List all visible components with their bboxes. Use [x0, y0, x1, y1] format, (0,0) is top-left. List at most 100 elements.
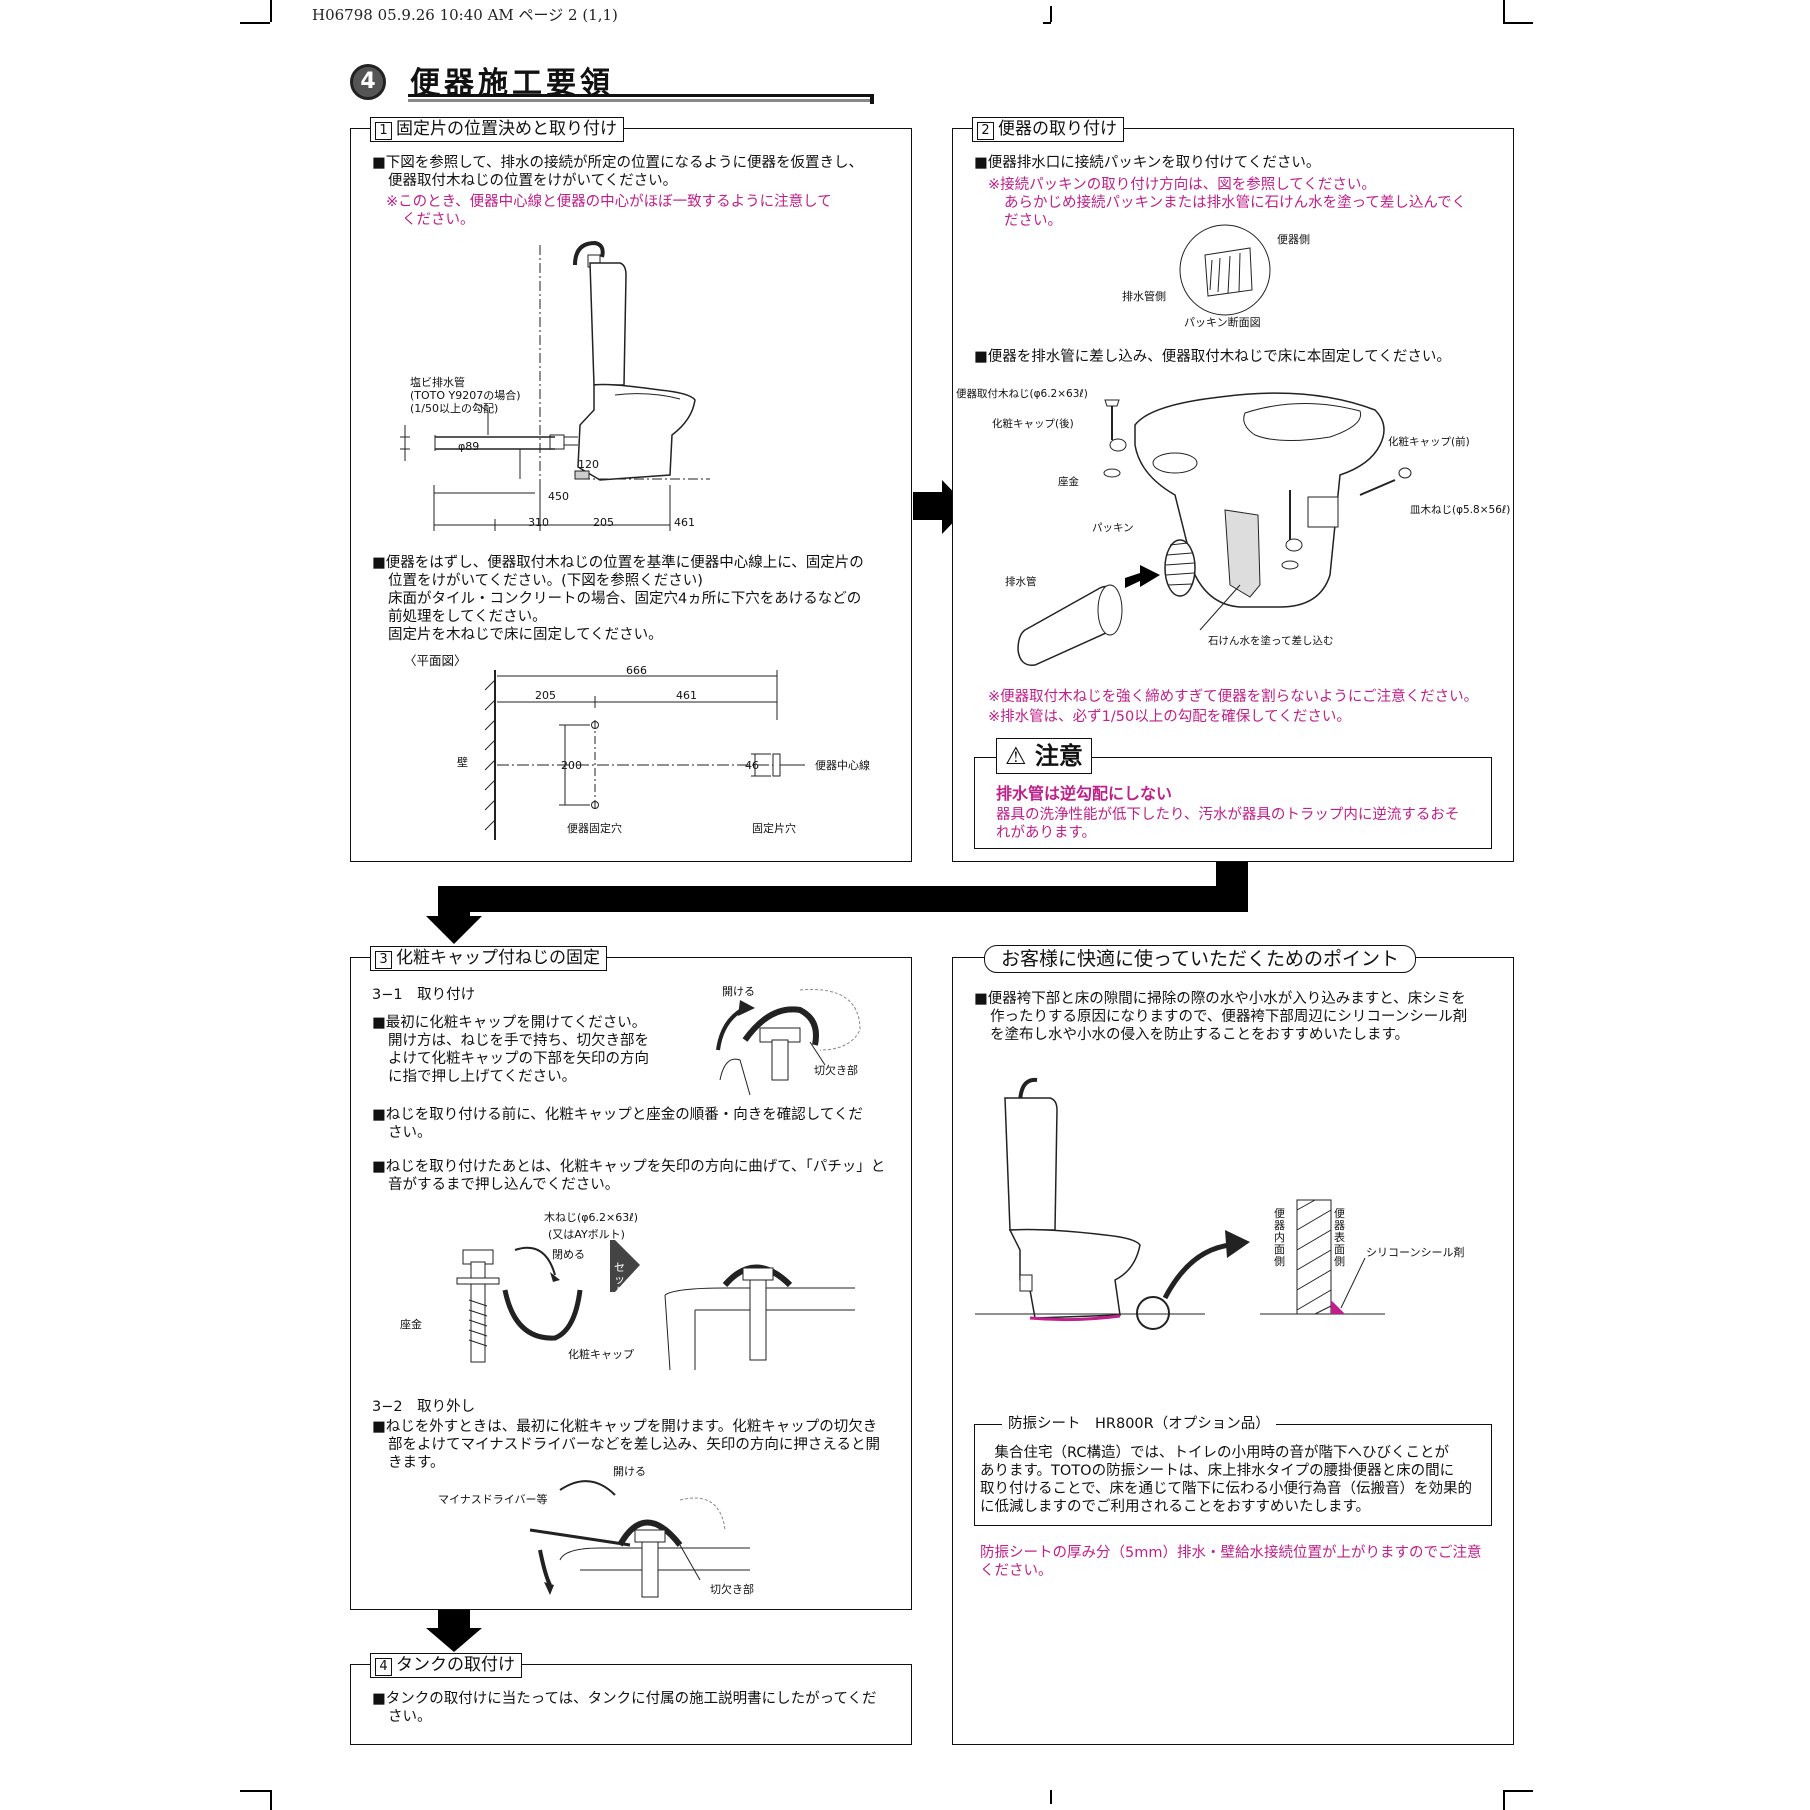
silicone-seal-diagram: [975, 1077, 1385, 1330]
panel3-paragraph3: ■ねじを取り付けたあとは、化粧キャップを矢印の方向に曲げて、「パチッ」と 音がす…: [372, 1158, 885, 1194]
panel-comfort-points: [952, 957, 1514, 1745]
panel-cap-screw: [350, 957, 912, 1610]
text-line: あります。TOTOの防振シートは、床上排水タイプの腰掛便器と床の間に: [980, 1463, 1455, 1479]
dim-label: 450: [548, 490, 569, 503]
pipe-side-label: 排水管側: [1122, 290, 1166, 303]
wood-screw-label: 木ねじ(φ6.2×63ℓ): [544, 1211, 639, 1224]
caution-box: [974, 757, 1492, 849]
crop-mark: [240, 22, 270, 24]
close-label: 閉める: [552, 1248, 585, 1261]
dim-label: 205: [535, 689, 556, 702]
crop-mark: [270, 0, 272, 22]
washer-label-3: 座金: [400, 1318, 422, 1331]
bowl-install-diagram: [1017, 392, 1412, 666]
panel3-paragraph2: ■ねじを取り付ける前に、化粧キャップと座金の順番・向きを確認してくだ さい。: [372, 1106, 863, 1142]
text-line: ■便器袴下部と床の隙間に掃除の際の水や小水が入り込みますと、床シミを: [974, 991, 1466, 1007]
notch-label-2: 切欠き部: [710, 1583, 754, 1596]
panel1-title-text: 固定片の位置決めと取り付け: [396, 119, 617, 139]
dim-label: 310: [528, 516, 549, 529]
pipe-label: 塩ビ排水管 (TOTO Y9207の場合) (1/50以上の勾配): [410, 376, 521, 415]
panel1-number: 1: [375, 122, 392, 140]
crop-mark: [1043, 22, 1051, 24]
cap-front-label: 化粧キャップ(前): [1388, 436, 1470, 448]
silicone-label: シリコーンシール剤: [1366, 1246, 1465, 1259]
gasket-section-diagram: [1179, 224, 1271, 316]
text-line: ■ねじを外すときは、最初に化粧キャップを開けます。化粧キャップの切欠き: [372, 1419, 878, 1435]
text-line: ■ねじを取り付ける前に、化粧キャップと座金の順番・向きを確認してくだ: [372, 1107, 863, 1123]
text-line: ■下図を参照して、排水の接続が所定の位置になるように便器を仮置きし、: [372, 155, 864, 171]
washer-label: 座金: [1058, 476, 1079, 488]
text-line: 集合住宅（RC構造）では、トイレの小用時の音が階下へひびくことが: [980, 1445, 1449, 1461]
outer-side-label: 便器表面側: [1334, 1207, 1345, 1268]
text-line: よけて化粧キャップの下部を矢印の方向: [388, 1051, 649, 1067]
warning-icon: ⚠: [1005, 742, 1027, 770]
text-line: 開け方は、ねじを手で持ち、切欠き部を: [388, 1033, 649, 1049]
crop-mark: [1503, 1790, 1505, 1810]
flow-connector: [438, 1610, 470, 1630]
panel2-paragraph2: ■便器を排水管に差し込み、便器取付木ねじで床に本固定してください。: [974, 349, 1451, 365]
header-meta: H06798 05.9.26 10:40 AM ページ 2 (1,1): [312, 6, 618, 24]
panel5-paragraph: ■便器袴下部と床の隙間に掃除の際の水や小水が入り込みますと、床シミを 作ったりす…: [974, 990, 1467, 1044]
text-line: (TOTO Y9207の場合): [410, 389, 521, 402]
cap-rear-label: 化粧キャップ(後): [992, 418, 1074, 430]
text-line: 床面がタイル・コンクリートの場合、固定穴4ヵ所に下穴をあけるなどの: [388, 591, 862, 607]
text-line: 便器取付木ねじの位置をけがいてください。: [388, 173, 678, 189]
gasket-section-label: パッキン断面図: [1184, 316, 1261, 329]
dim-label: 205: [593, 516, 614, 529]
title-rule: [870, 94, 874, 104]
caution-title: 注意: [1034, 742, 1083, 770]
panel3-paragraph1: ■最初に化粧キャップを開けてください。 開け方は、ねじを手で持ち、切欠き部を よ…: [372, 1014, 649, 1086]
bowl-side-label: 便器側: [1277, 233, 1310, 246]
panel1-paragraph1: ■下図を参照して、排水の接続が所定の位置になるように便器を仮置きし、 便器取付木…: [372, 154, 863, 190]
gasket-label: パッキン: [1092, 522, 1134, 534]
flow-connector: [438, 886, 470, 918]
text-line: ■ねじを取り付けたあとは、化粧キャップを矢印の方向に曲げて、「パチッ」と: [372, 1159, 886, 1175]
text-line: ■タンクの取付けに当たっては、タンクに付属の施工説明書にしたがってくだ: [372, 1691, 877, 1707]
dim-label: 46: [745, 759, 759, 772]
panel3-sub1: 3−1 取り付け: [372, 987, 476, 1003]
sheet-body: 集合住宅（RC構造）では、トイレの小用時の音が階下へひびくことが あります。TO…: [980, 1444, 1472, 1516]
text-line: 音がするまで押し込んでください。: [388, 1177, 620, 1193]
crop-mark: [1503, 22, 1533, 24]
panel3-title-text: 化粧キャップ付ねじの固定: [396, 948, 600, 968]
flow-connector: [438, 886, 1248, 912]
text-line: に低減しますのでご利用されることをおすすめいたします。: [980, 1499, 1371, 1515]
wall-label: 壁: [457, 756, 468, 769]
text-line: さい。: [388, 1125, 432, 1141]
text-line: 位置をけがいてください。(下図を参照ください): [388, 573, 703, 589]
open-label-2: 開ける: [613, 1465, 646, 1478]
panel4-paragraph: ■タンクの取付けに当たっては、タンクに付属の施工説明書にしたがってくだ さい。: [372, 1690, 877, 1726]
text-line: (1/50以上の勾配): [410, 402, 499, 415]
panel2-note1: ※接続パッキンの取り付け方向は、図を参照してください。 あらかじめ接続パッキンま…: [988, 176, 1466, 230]
panel1-paragraph2: ■便器をはずし、便器取付木ねじの位置を基準に便器中心線上に、固定片の 位置をけが…: [372, 554, 864, 644]
panel2-number: 2: [977, 122, 994, 140]
text-line: に指で押し上げてください。: [388, 1069, 577, 1085]
sheet-title: 防振シート HR800R（オプション品）: [1002, 1414, 1276, 1434]
text-line: きます。: [388, 1455, 445, 1471]
text-line: 固定片を木ねじで床に固定してください。: [388, 627, 663, 643]
text-line: 部をよけてマイナスドライバーなどを差し込み、矢印の方向に押さえると開: [388, 1437, 880, 1453]
crop-mark: [1503, 0, 1505, 22]
caution-heading: 排水管は逆勾配にしない: [996, 784, 1173, 803]
caution-label: ⚠ 注意: [996, 738, 1092, 774]
dim-label: φ89: [458, 440, 480, 453]
driver-label: マイナスドライバー等: [438, 1493, 548, 1506]
text-line: を塗布し水や小水の侵入を防止することをおすすめいたします。: [990, 1027, 1410, 1043]
crop-mark: [1050, 6, 1052, 22]
text-line: 取り付けることで、床を通じて階下に伝わる小便行為音（伝搬音）を効果的: [980, 1481, 1472, 1497]
text-line: ■便器をはずし、便器取付木ねじの位置を基準に便器中心線上に、固定片の: [372, 555, 864, 571]
text-line: 防振シートの厚み分（5mm）排水・壁給水接続位置が上がりますのでご注意: [980, 1545, 1482, 1561]
text-line: さい。: [388, 1709, 432, 1725]
panel2-note2: ※便器取付木ねじを強く締めすぎて便器を割らないようにご注意ください。: [988, 689, 1479, 705]
panel2-title-text: 便器の取り付け: [998, 119, 1117, 139]
dim-label: 666: [626, 664, 647, 677]
sheet-note: 防振シートの厚み分（5mm）排水・壁給水接続位置が上がりますのでご注意 ください…: [980, 1544, 1481, 1580]
side-view-diagram: [400, 240, 710, 531]
panel3-paragraph4: ■ねじを外すときは、最初に化粧キャップを開けます。化粧キャップの切欠き 部をよけ…: [372, 1418, 880, 1472]
dim-label: 200: [561, 759, 582, 772]
text-line: 塩ビ排水管: [410, 376, 465, 389]
text-line: 器具の洗浄性能が低下したり、汚水が器具のトラップ内に逆流するおそ: [996, 807, 1460, 823]
section-number: 4: [360, 69, 376, 94]
screw-label: 便器取付木ねじ(φ6.2×63ℓ): [956, 388, 1088, 400]
